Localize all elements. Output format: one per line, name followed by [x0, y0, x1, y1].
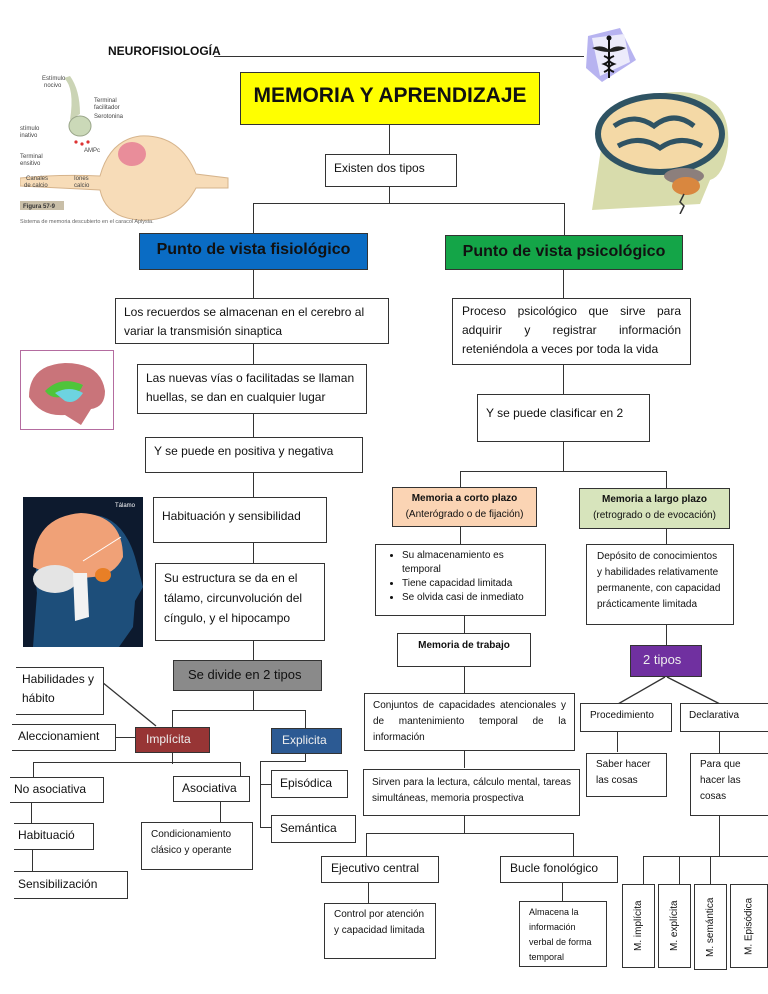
svg-text:Estímulo: Estímulo [42, 76, 66, 82]
physio-node-5: Su estructura se da en el tálamo, circun… [155, 563, 325, 641]
long-term-description-node: Depósito de conocimientos y habilidades … [586, 544, 734, 625]
brain-cartoon-image [584, 86, 744, 214]
phonological-loop-detail: Almacena la información verbal de forma … [519, 901, 607, 967]
caduceus-icon [578, 24, 640, 86]
psychological-heading: Punto de vista psicológico [445, 235, 683, 270]
short-term-bullets: Su almacenamiento es temporal Tiene capa… [375, 544, 546, 616]
declarative-detail-node: Para que hacer las cosas [690, 753, 768, 816]
svg-text:Iones: Iones [74, 176, 89, 182]
subtype-implicit: M. implícita [622, 884, 655, 968]
header-rule [214, 56, 584, 58]
thalamus-label: Tálamo [115, 503, 136, 509]
long-term-node: Memoria a largo plazo (retrogrado o de e… [579, 488, 730, 529]
svg-text:de calcio: de calcio [24, 183, 48, 189]
sagittal-brain-image [20, 350, 114, 430]
svg-text:Terminal: Terminal [94, 98, 117, 104]
svg-text:facilitador: facilitador [94, 105, 120, 111]
short-term-bullet: Su almacenamiento es temporal [402, 549, 541, 577]
procedural-detail-node: Saber hacer las cosas [586, 753, 667, 797]
two-types-node: 2 tipos [630, 645, 702, 677]
subtype-semantic: M. semántica [694, 884, 727, 970]
subtype-episodic: M. Episódica [730, 884, 768, 968]
short-term-bullet: Se olvida casi de inmediato [402, 591, 541, 605]
central-executive-node: Ejecutivo central [321, 856, 439, 883]
associative-node: Asociativa [173, 776, 250, 802]
physio-node-4: Habituación y sensibilidad [153, 497, 327, 543]
implicit-side-aleccionamiento: Aleccionamient [12, 724, 116, 751]
subject-header: NEUROFISIOLOGÍA [108, 44, 221, 58]
procedural-node: Procedimiento [580, 703, 672, 732]
physio-node-2: Las nuevas vías o facilitadas se llaman … [137, 364, 367, 414]
phonological-loop-node: Bucle fonológico [500, 856, 618, 883]
implicit-side-habits: Habilidades y hábito [16, 667, 104, 715]
physiological-heading: Punto de vista fisiológico [139, 233, 368, 270]
working-memory-description: Conjuntos de capacidades atencionales y … [364, 693, 575, 751]
head-thalamus-image: Tálamo [23, 497, 143, 647]
classify-node: Y se puede clasificar en 2 [477, 394, 650, 442]
central-executive-detail: Control por atención y capacidad limitad… [324, 903, 436, 959]
short-term-title: Memoria a corto plazo [411, 493, 518, 504]
working-memory-node: Memoria de trabajo [397, 633, 531, 667]
episodic-node: Episódica [271, 770, 348, 798]
long-term-subtitle: (retrogrado o de evocación) [593, 510, 716, 521]
svg-text:stímulo: stímulo [20, 126, 40, 132]
short-term-subtitle: (Anterógrado o de fijación) [405, 509, 524, 520]
svg-text:AMPc: AMPc [84, 148, 100, 154]
divide-node: Se divide en 2 tipos [173, 660, 322, 691]
associative-detail-node: Condicionamiento clásico y operante [141, 822, 253, 870]
svg-text:calcio: calcio [74, 183, 90, 189]
habituation-node: Habituació [14, 823, 94, 850]
psycho-definition-node: Proceso psicológico que sirve para adqui… [452, 298, 691, 365]
subtype-explicit: M. explícita [658, 884, 691, 968]
svg-text:inativo: inativo [20, 133, 38, 139]
physio-node-3: Y se puede en positiva y negativa [145, 437, 363, 473]
physio-node-1: Los recuerdos se almacenan en el cerebro… [115, 298, 389, 344]
svg-text:nocivo: nocivo [44, 83, 62, 89]
semantic-node: Semántica [271, 815, 356, 843]
explicit-node: Explicita [271, 728, 342, 754]
svg-text:Figura 57-9: Figura 57-9 [23, 204, 56, 210]
working-memory-uses: Sirven para la lectura, cálculo mental, … [363, 769, 580, 816]
svg-text:Canales: Canales [26, 176, 48, 182]
declarative-node: Declarativa [680, 703, 768, 732]
svg-text:Serotonina: Serotonina [94, 114, 124, 120]
short-term-bullet: Tiene capacidad limitada [402, 577, 541, 591]
implicit-node: Implícita [135, 727, 210, 753]
svg-text:ensitivo: ensitivo [20, 161, 41, 167]
svg-text:Sistema de memoria descubierto: Sistema de memoria descubierto en el car… [20, 219, 154, 225]
svg-text:Terminal: Terminal [20, 154, 43, 160]
sensitization-node: Sensibilización [14, 871, 128, 899]
root-child-node: Existen dos tipos [325, 154, 457, 187]
long-term-title: Memoria a largo plazo [601, 494, 708, 505]
non-associative-node: No asociativa [10, 777, 104, 803]
short-term-node: Memoria a corto plazo (Anterógrado o de … [392, 487, 537, 527]
title-node: MEMORIA Y APRENDIZAJE [240, 72, 540, 125]
